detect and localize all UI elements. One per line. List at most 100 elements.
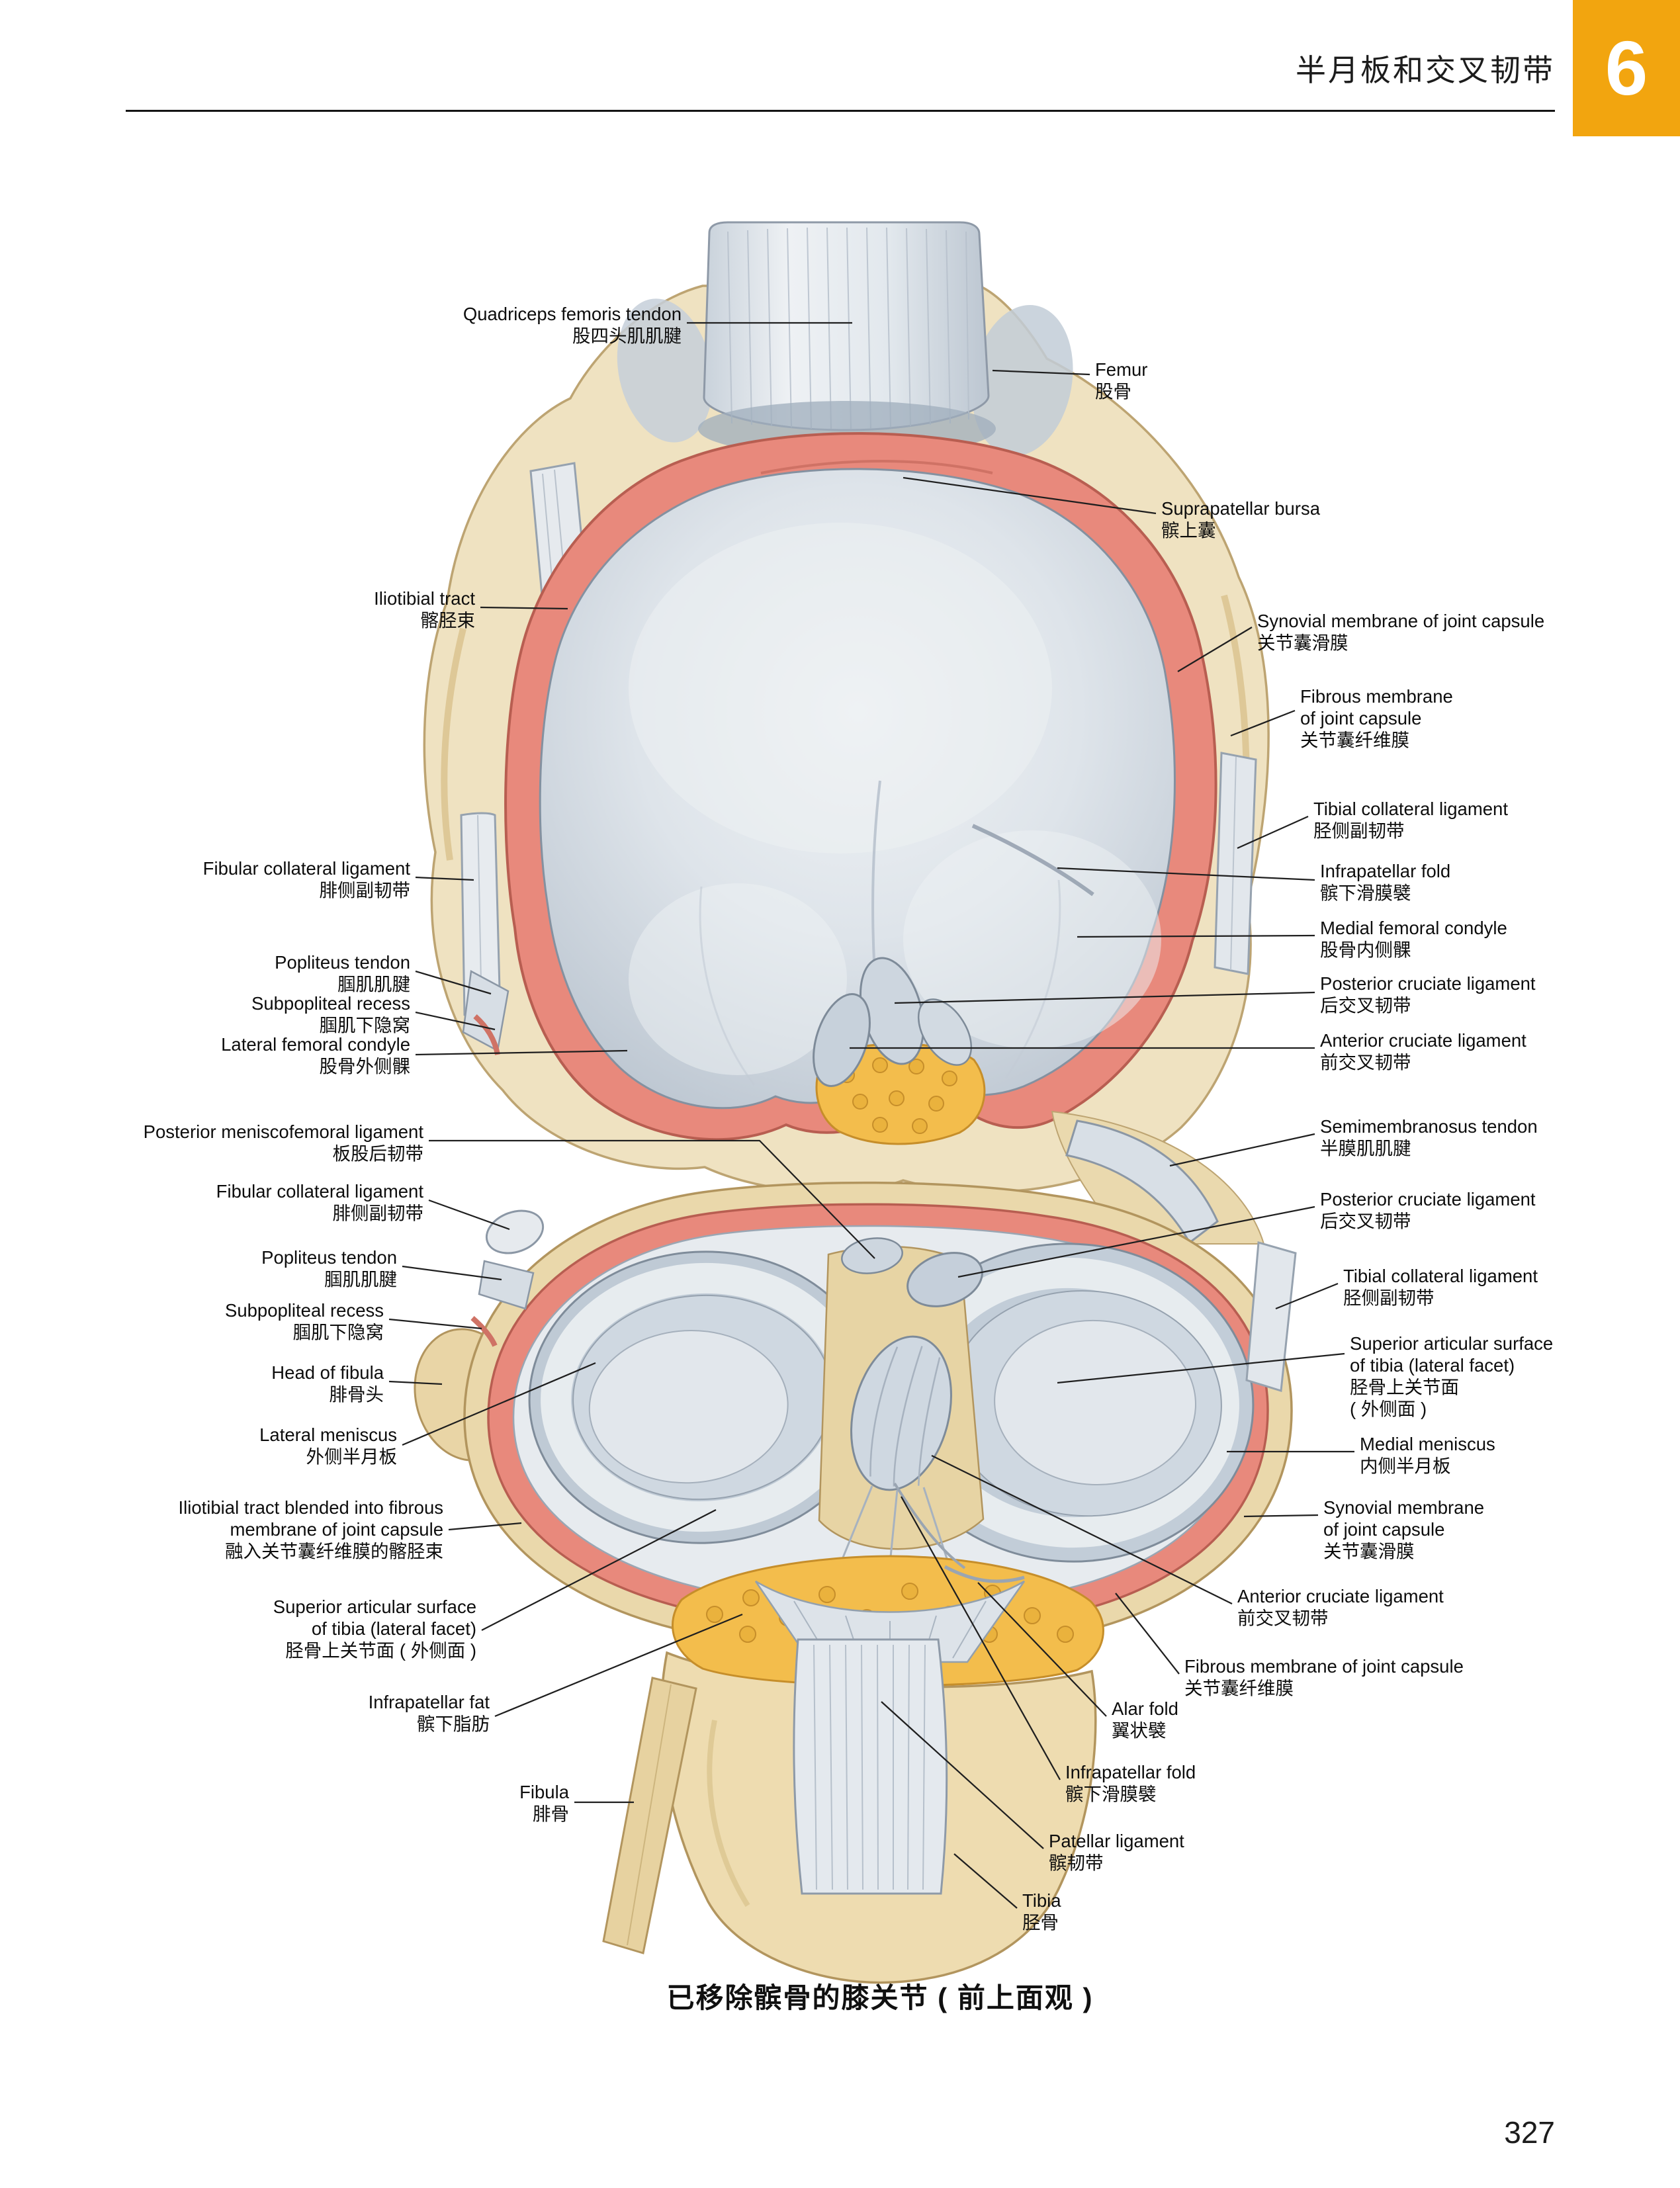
popliteus-tendon-cut [478,1260,535,1310]
label-zh: 关节囊纤维膜 [1300,730,1409,750]
label-en: Popliteus tendon [275,952,410,973]
label-tibial-collateral-ligament: Tibial collateral ligament 胫侧副韧带 [1313,798,1618,842]
leader-lines [388,322,1354,1909]
label-zh: 胫侧副韧带 [1343,1288,1435,1308]
semimembranosus-tendon-band [1065,1119,1219,1245]
label-zh: 胫骨上关节面 ( 外侧面 ) [1350,1377,1459,1419]
label-zh: 股骨 [1095,381,1131,402]
label-en: Posterior meniscofemoral ligament [143,1121,423,1142]
infrapatellar-fat-notch [815,1043,986,1145]
label-anterior-cruciate-ligament: Anterior cruciate ligament 前交叉韧带 [1320,1029,1624,1073]
leader-line [953,1853,1018,1909]
label-anterior-cruciate-ligament-2: Anterior cruciate ligament 前交叉韧带 [1237,1585,1542,1629]
label-zh: 腓骨 [533,1804,569,1824]
leader-line [931,1454,1233,1605]
label-zh: 内侧半月板 [1360,1456,1451,1476]
label-zh: 关节囊滑膜 [1257,633,1348,653]
label-femur: Femur 股骨 [1095,359,1399,402]
label-suprapatellar-bursa: Suprapatellar bursa 髌上囊 [1161,498,1466,541]
label-en: Femur [1095,359,1148,380]
leader-line [429,1139,875,1259]
label-zh: 后交叉韧带 [1320,1211,1411,1231]
tibial-collateral-ligament-band-2 [1245,1241,1297,1392]
label-zh: 前交叉韧带 [1237,1608,1329,1628]
label-zh: 腘肌下隐窝 [319,1015,411,1035]
label-en: Fibular collateral ligament [216,1181,423,1202]
label-en: Lateral meniscus [259,1424,397,1445]
figure-caption: 已移除髌骨的膝关节 ( 前上面观 ) [666,1982,1094,2013]
leader-line [1177,627,1253,672]
label-zh: 翼状襞 [1112,1720,1167,1741]
capsule-shading [441,627,466,861]
leader-line [1230,709,1296,737]
label-fibula: Fibula 腓骨 [437,1781,569,1825]
chapter-number: 6 [1605,25,1648,111]
label-en: Anterior cruciate ligament [1237,1586,1444,1606]
label-subpopliteal-recess-2: Subpopliteal recess 腘肌下隐窝 [159,1299,384,1343]
label-zh: 胫侧副韧带 [1313,820,1405,841]
label-en: Posterior cruciate ligament [1320,973,1536,994]
tibial-collateral-ligament-band [1214,752,1257,975]
label-en: Anterior cruciate ligament [1320,1030,1526,1051]
acl-stump [850,1335,952,1491]
infrapatellar-fold-line-2 [893,1482,966,1569]
label-superior-articular-surface-left: Superior articular surface of tibia (lat… [192,1596,476,1661]
leader-line [388,1380,443,1385]
label-zh: 关节囊滑膜 [1323,1541,1415,1561]
leader-line [415,970,492,995]
femur-shaft [703,221,990,431]
quadriceps-tendon-striations [727,227,969,429]
label-en: Fibula [519,1782,569,1802]
label-lateral-meniscus: Lateral meniscus 外侧半月板 [185,1424,397,1467]
medial-tibial-facet [887,1243,1255,1563]
label-zh: 腘肌肌腱 [324,1269,397,1290]
leader-line [481,1509,717,1632]
label-en: Iliotibial tract blended into fibrous me… [178,1497,443,1540]
label-en: Quadriceps femoris tendon [463,304,682,324]
label-en: Posterior cruciate ligament [1320,1189,1536,1209]
leader-line [901,1496,1061,1780]
page-number: 327 [1504,2115,1555,2150]
label-en: Medial meniscus [1360,1434,1495,1454]
infrapatellar-fold-line [971,824,1094,897]
label-en: Tibia [1022,1890,1061,1911]
capsule-wall-left [617,298,713,443]
leader-line [388,1318,482,1330]
label-en: Popliteus tendon [261,1247,397,1268]
label-en: Medial femoral condyle [1320,918,1507,938]
label-zh: 前交叉韧带 [1320,1052,1411,1072]
label-zh: 外侧半月板 [306,1446,398,1467]
chapter-number-tab: 6 [1573,0,1680,136]
suprapatellar-bursa-fold [760,460,993,474]
label-zh: 腓侧副韧带 [332,1203,424,1223]
label-iliotibial-tract-blended: Iliotibial tract blended into fibrous me… [99,1497,443,1562]
subpopliteal-recess-fold [473,1014,500,1055]
label-medial-femoral-condyle: Medial femoral condyle 股骨内侧髁 [1320,917,1624,961]
label-en: Infrapatellar fat [368,1692,490,1712]
label-zh: 板股后韧带 [332,1143,424,1164]
label-superior-articular-surface-right: Superior articular surface of tibia (lat… [1350,1333,1654,1420]
leader-line [1275,1282,1339,1310]
leader-line [992,369,1090,376]
subpopliteal-recess-fold-2 [470,1315,498,1347]
leader-line [1237,815,1309,850]
pcl-cut-lower [906,1252,983,1307]
label-en: Fibular collateral ligament [202,858,410,879]
label-zh: 髌下脂肪 [417,1714,490,1734]
leader-line [1057,867,1315,881]
leader-line [1169,1133,1315,1167]
label-infrapatellar-fat: Infrapatellar fat 髌下脂肪 [278,1691,490,1735]
label-synovial-membrane: Synovial membrane of joint capsule 关节囊滑膜 [1257,610,1588,654]
femoral-condyles [539,468,1176,1110]
label-infrapatellar-fold-2: Infrapatellar fold 髌下滑膜襞 [1065,1761,1370,1805]
label-en: Tibial collateral ligament [1343,1266,1538,1286]
label-fibrous-membrane: Fibrous membrane of joint capsule 关节囊纤维膜 [1300,685,1605,751]
label-zh: 髌下滑膜襞 [1065,1784,1157,1804]
label-medial-meniscus: Medial meniscus 内侧半月板 [1360,1433,1664,1477]
label-en: Alar fold [1112,1698,1178,1719]
label-zh: 胫骨 [1022,1912,1059,1933]
label-fibrous-membrane-2: Fibrous membrane of joint capsule 关节囊纤维膜 [1184,1655,1515,1699]
label-posterior-cruciate-ligament-2: Posterior cruciate ligament 后交叉韧带 [1320,1188,1624,1232]
label-zh: 髂胫束 [420,610,476,631]
label-posterior-cruciate-ligament: Posterior cruciate ligament 后交叉韧带 [1320,973,1624,1016]
